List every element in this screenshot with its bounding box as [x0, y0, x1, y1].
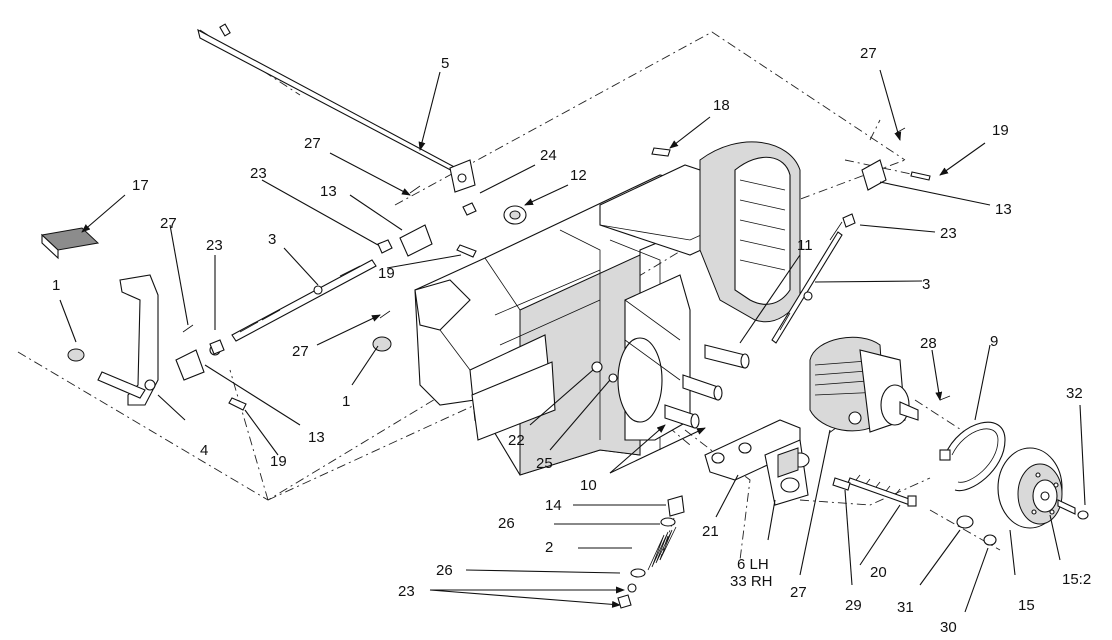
wheel-hub: [997, 447, 1089, 529]
callout-26-lower: 26: [436, 562, 453, 579]
callout-27-top-right: 27: [860, 45, 877, 62]
callout-24: 24: [540, 147, 557, 164]
callout-31: 31: [897, 599, 914, 616]
callout-5: 5: [441, 55, 449, 72]
callout-15: 15: [1018, 597, 1035, 614]
callout-23-right: 23: [940, 225, 957, 242]
callout-19-upper-mid: 19: [378, 265, 395, 282]
callout-18: 18: [713, 97, 730, 114]
leader-lines: [59, 69, 1086, 613]
callout-27-left: 27: [160, 215, 177, 232]
callout-6-lh: 6 LH: [737, 556, 769, 573]
callout-27-bottom: 27: [790, 584, 807, 601]
callout-1-left: 1: [52, 277, 60, 294]
callout-10: 10: [580, 477, 597, 494]
callout-11: 11: [797, 237, 813, 254]
callout-4: 4: [200, 442, 208, 459]
callout-15-2: 15:2: [1062, 571, 1091, 588]
callout-2: 2: [545, 539, 553, 556]
callout-33-rh: 33 RH: [730, 573, 773, 590]
brake-bracket: [704, 419, 810, 506]
callout-23-bottom: 23: [398, 583, 415, 600]
callout-labels: 5 27 18 19 17 27 24 12 13 23 13 23 27 23…: [52, 45, 1091, 636]
callout-32: 32: [1066, 385, 1083, 402]
callout-19-top-right: 19: [992, 122, 1009, 139]
callout-21: 21: [702, 523, 719, 540]
callout-19-lower: 19: [270, 453, 287, 470]
callout-3-right: 3: [922, 276, 930, 293]
hydraulic-motor: [809, 336, 919, 433]
traction-pedal: [40, 227, 221, 406]
pedal-rod: [197, 23, 476, 193]
callout-1-mid: 1: [342, 393, 350, 410]
linkage-rods: [231, 221, 843, 344]
callout-30: 30: [940, 619, 957, 636]
callout-27-upper-mid: 27: [304, 135, 321, 152]
callout-26-upper: 26: [498, 515, 515, 532]
callout-28: 28: [920, 335, 937, 352]
spring-stack: [617, 495, 685, 609]
pivot-sleeves: [664, 344, 750, 429]
callout-27-mid: 27: [292, 343, 309, 360]
traction-frame: [414, 141, 801, 476]
callout-23-mid-left: 23: [206, 237, 223, 254]
callout-22: 22: [508, 432, 525, 449]
clevis-hardware: [175, 127, 951, 434]
callout-9: 9: [990, 333, 998, 350]
callout-13-upper-mid: 13: [320, 183, 337, 200]
brake-band: [939, 421, 1006, 492]
callout-25: 25: [536, 455, 553, 472]
callout-20: 20: [870, 564, 887, 581]
callout-12: 12: [570, 167, 587, 184]
callout-17: 17: [132, 177, 149, 194]
adjust-rod: [832, 474, 997, 546]
callout-13-lower: 13: [308, 429, 325, 446]
callout-14: 14: [545, 497, 562, 514]
callout-13-top-right: 13: [995, 201, 1012, 218]
callout-29: 29: [845, 597, 862, 614]
callout-23-left: 23: [250, 165, 267, 182]
callout-3-left: 3: [268, 231, 276, 248]
